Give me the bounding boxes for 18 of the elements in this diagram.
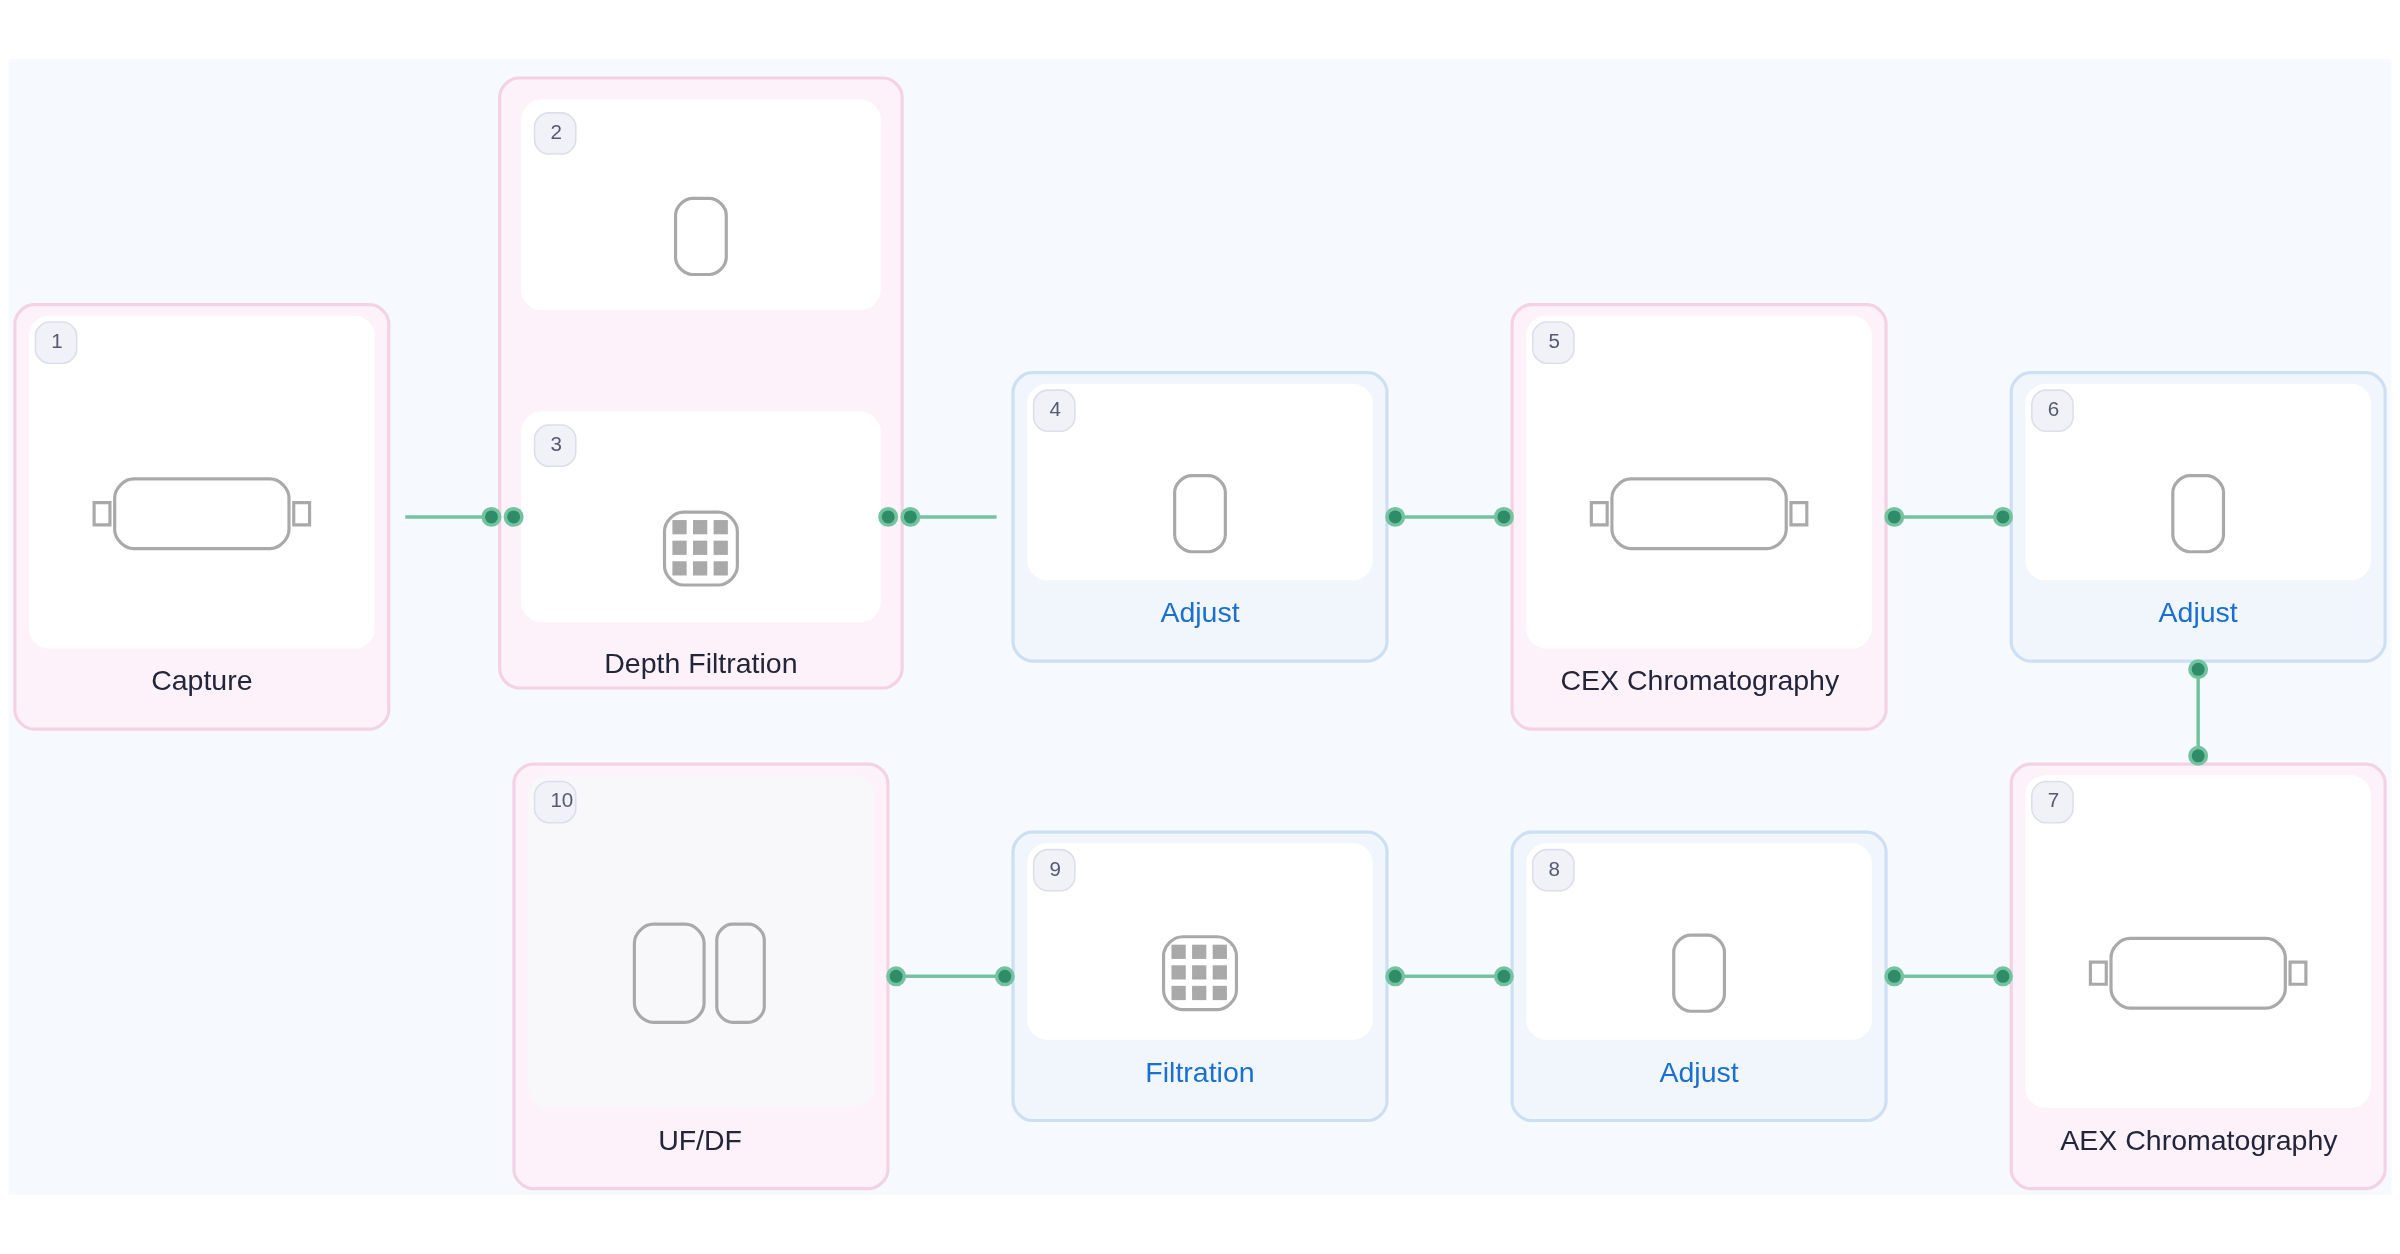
connector <box>886 966 1015 987</box>
node-box: 9 Filtration <box>1011 830 1389 1123</box>
connector <box>900 506 997 527</box>
connector <box>1884 506 2013 527</box>
node-box: 4 Adjust <box>1011 371 1389 663</box>
node-box: 6 Adjust <box>2009 371 2387 663</box>
node-box: 3 <box>521 411 881 623</box>
connector <box>1884 966 2013 987</box>
connector <box>405 506 502 527</box>
node-box: 10 UF/DF <box>512 762 890 1191</box>
node-box: 5 CEX Chromatography <box>1510 303 1888 731</box>
node-box: 8 Adjust <box>1510 830 1888 1123</box>
node-box: 1 Capture <box>13 303 391 731</box>
connector <box>1385 506 1514 527</box>
connector <box>2188 659 2209 766</box>
node-box: 7 AEX Chromatography <box>2009 762 2387 1191</box>
connector <box>1385 966 1514 987</box>
node-box: 2 <box>521 99 881 311</box>
